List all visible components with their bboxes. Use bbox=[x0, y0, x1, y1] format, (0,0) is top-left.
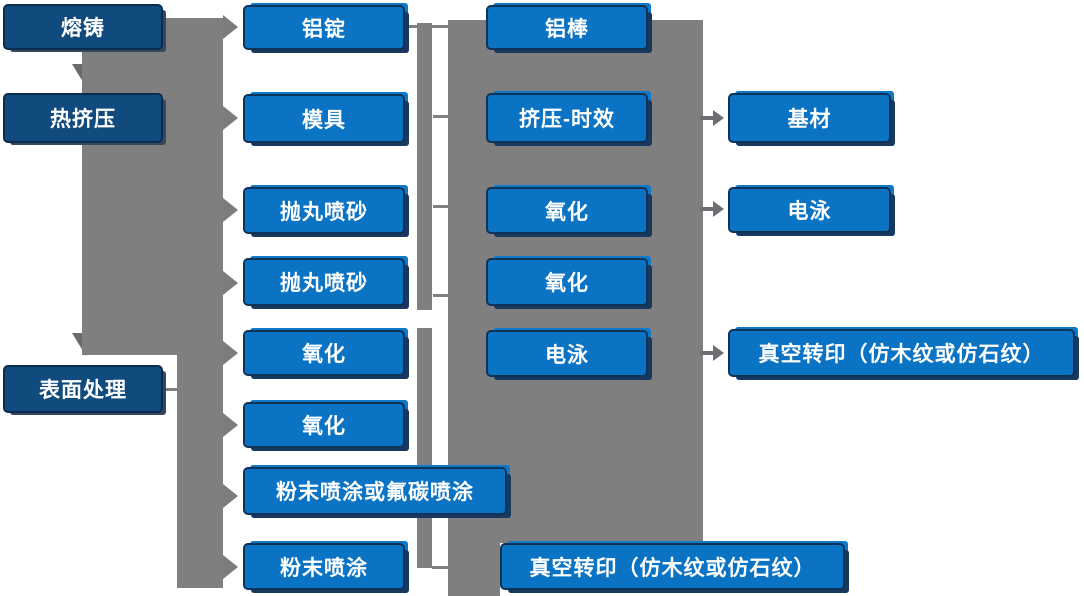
node-powder-coating: 粉末喷涂 bbox=[243, 543, 405, 590]
ladder-line-2 bbox=[433, 115, 450, 118]
node-label: 电泳 bbox=[787, 200, 832, 223]
node-melt-casting: 熔铸 bbox=[3, 4, 163, 50]
node-label: 模具 bbox=[302, 108, 346, 132]
node-label: 挤压-时效 bbox=[519, 108, 615, 131]
ladder-line-bottom bbox=[432, 566, 500, 569]
node-label: 氧化 bbox=[302, 343, 346, 366]
arrow-to-base-material bbox=[713, 110, 724, 126]
arrow-to-aluminum-ingot bbox=[223, 15, 238, 39]
center-block-stub bbox=[448, 543, 500, 596]
node-electrophoresis-1: 电泳 bbox=[486, 330, 648, 377]
node-label: 抛丸喷砂 bbox=[280, 272, 368, 295]
node-vacuum-transfer-right: 真空转印（仿木纹或仿石纹） bbox=[728, 329, 1075, 377]
node-base-material: 基材 bbox=[728, 93, 891, 143]
mid-bus-lower bbox=[417, 328, 432, 568]
arrow-to-vacuum-transfer-right bbox=[713, 345, 724, 361]
node-oxidation-2: 氧化 bbox=[243, 402, 405, 448]
node-label: 粉末喷涂 bbox=[280, 556, 368, 580]
node-aluminum-ingot: 铝锭 bbox=[243, 5, 405, 50]
node-hot-extrusion: 热挤压 bbox=[3, 93, 163, 143]
node-shot-blasting-1: 抛丸喷砂 bbox=[243, 187, 405, 234]
node-powder-or-fluorocarbon: 粉末喷涂或氟碳喷涂 bbox=[243, 467, 507, 515]
ladder-line-1 bbox=[407, 25, 450, 28]
arrow-to-electrophoresis-2 bbox=[713, 201, 724, 217]
node-label: 铝棒 bbox=[545, 17, 589, 41]
arrow-tail-to-electrophoresis-2 bbox=[700, 207, 713, 211]
node-label: 真空转印（仿木纹或仿石纹） bbox=[758, 343, 1045, 366]
node-label: 表面处理 bbox=[39, 379, 127, 402]
node-extrusion-aging: 挤压-时效 bbox=[486, 93, 648, 143]
node-electrophoresis-2: 电泳 bbox=[728, 187, 891, 233]
arrow-to-mold bbox=[223, 106, 238, 130]
node-aluminum-rod: 铝棒 bbox=[486, 5, 648, 50]
node-label: 氧化 bbox=[302, 415, 346, 438]
node-label: 电泳 bbox=[545, 343, 589, 367]
arrow-to-shot-blasting-1 bbox=[223, 198, 238, 222]
ladder-line-3 bbox=[433, 205, 450, 208]
node-oxidation-4: 氧化 bbox=[486, 258, 648, 306]
surface-treatment-connector-line bbox=[163, 388, 179, 391]
node-label: 熔铸 bbox=[61, 17, 105, 40]
ladder-line-4 bbox=[433, 294, 450, 297]
node-label: 热挤压 bbox=[50, 108, 116, 131]
node-oxidation-3: 氧化 bbox=[486, 187, 648, 234]
node-vacuum-transfer-bottom: 真空转印（仿木纹或仿石纹） bbox=[500, 543, 845, 590]
arrow-to-powder-or-fluorocarbon bbox=[223, 484, 238, 508]
node-shot-blasting-2: 抛丸喷砂 bbox=[243, 258, 405, 306]
arrow-tail-to-base-material bbox=[700, 116, 713, 120]
node-mold: 模具 bbox=[243, 94, 405, 143]
arrow-to-oxidation-1 bbox=[223, 341, 238, 365]
node-label: 真空转印（仿木纹或仿石纹） bbox=[529, 556, 816, 580]
left-bus-wide bbox=[82, 18, 223, 355]
node-surface-treatment: 表面处理 bbox=[3, 365, 163, 413]
arrow-to-powder-coating bbox=[223, 555, 238, 579]
arrow-to-oxidation-2 bbox=[223, 413, 238, 437]
node-label: 抛丸喷砂 bbox=[280, 200, 368, 224]
left-bus-narrow bbox=[177, 355, 223, 588]
node-oxidation-1: 氧化 bbox=[243, 330, 405, 376]
node-label: 铝锭 bbox=[302, 17, 346, 41]
node-label: 氧化 bbox=[545, 272, 589, 295]
node-label: 氧化 bbox=[545, 200, 589, 224]
arrow-tail-to-vacuum-transfer-right bbox=[700, 351, 713, 355]
arrow-to-shot-blasting-2 bbox=[223, 271, 238, 295]
mid-bus-upper bbox=[417, 23, 432, 310]
node-label: 基材 bbox=[787, 108, 832, 131]
node-label: 粉末喷涂或氟碳喷涂 bbox=[276, 481, 474, 504]
